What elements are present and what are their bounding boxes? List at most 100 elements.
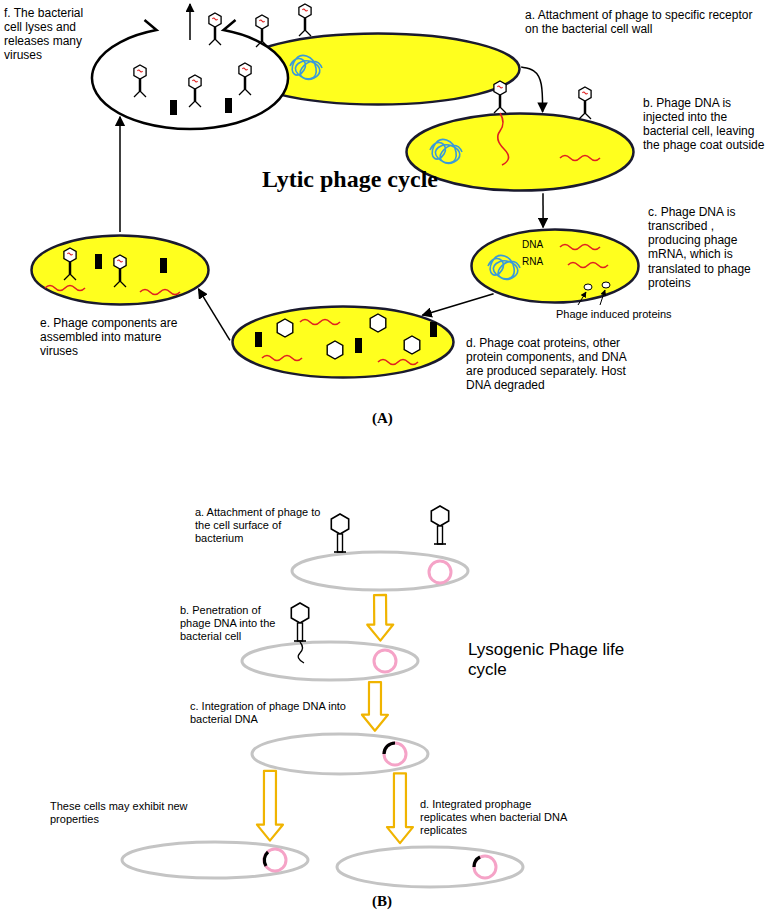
phage — [579, 87, 591, 119]
bacterial-cell: c. Integration of phage DNA into bacteri… — [250, 732, 430, 776]
cell-body — [242, 642, 418, 680]
step-caption: f. The bacterial cell lyses and releases… — [4, 6, 86, 63]
cell-outline — [231, 305, 455, 379]
bacterial-cell: d. Phage coat proteins, other protein co… — [231, 305, 455, 379]
phage-tail — [225, 98, 232, 113]
phage-tail — [430, 322, 437, 337]
step-caption: b. Penetration of phage DNA into the bac… — [180, 604, 282, 643]
block-arrow — [387, 773, 413, 843]
phage — [239, 63, 251, 95]
step-caption: b. Phage DNA is injected into the bacter… — [643, 96, 765, 153]
phage-head — [370, 314, 386, 332]
cell-body — [472, 230, 639, 303]
cell-outline — [240, 640, 420, 682]
block-arrow — [257, 771, 283, 841]
phage-dna — [140, 290, 180, 295]
bacterial-cell: c. Phage DNA is transcribed , producing … — [470, 228, 640, 304]
flow-arrow — [521, 67, 542, 112]
chromosome — [429, 561, 451, 583]
phage-rna — [560, 245, 600, 250]
block-arrow — [367, 595, 393, 641]
cell-outline — [470, 228, 640, 304]
phage-tail — [95, 254, 102, 269]
release-arrow — [189, 4, 191, 40]
step-caption: a. Attachment of phage to specific recep… — [525, 8, 765, 36]
protein — [602, 282, 610, 288]
panel-title: Lytic phage cycle — [262, 166, 438, 193]
bacterial-cell: a. Attachment of phage to the cell surfa… — [290, 550, 470, 592]
phage — [291, 603, 308, 641]
cell-outline — [405, 112, 635, 192]
phage-tail — [160, 258, 167, 273]
phage-head — [277, 319, 293, 337]
bacterial-chromosomes — [264, 561, 496, 878]
chromosome — [474, 856, 496, 878]
phage-tail — [255, 332, 262, 347]
phage — [494, 81, 506, 113]
phage-tail — [355, 338, 362, 353]
protein — [584, 284, 592, 290]
cell-outline — [120, 840, 310, 880]
cell-body — [292, 552, 468, 590]
bacterial-cell: d. Integrated prophage replicates when b… — [335, 845, 525, 889]
injected-dna — [298, 642, 304, 663]
phage-dna — [560, 156, 600, 161]
cell-body — [407, 114, 634, 191]
cell-outline — [290, 550, 470, 592]
phage-dna — [262, 356, 302, 361]
inline-label: RNA — [522, 256, 543, 268]
step-caption: e. Phage components are assembled into m… — [40, 316, 190, 358]
phage — [299, 4, 311, 36]
inline-label: DNA — [522, 239, 543, 251]
host-dna — [488, 255, 520, 279]
flow-arrow — [198, 289, 229, 340]
lysed-cell: f. The bacterial cell lyses and releases… — [90, 25, 290, 131]
cell-body — [252, 734, 428, 774]
cell-outline — [30, 234, 210, 306]
flow-arrow — [542, 193, 544, 227]
bacterial-cell: b. Penetration of phage DNA into the bac… — [240, 640, 420, 682]
injected-dna — [498, 113, 509, 165]
chromosome — [374, 650, 396, 672]
cell-outline — [90, 25, 290, 131]
phage-tail — [170, 100, 177, 115]
phage — [134, 65, 146, 97]
step-caption: d. Integrated prophage replicates when b… — [420, 798, 570, 837]
phage-head — [404, 336, 420, 354]
lysed-membrane — [92, 20, 288, 129]
panel-title: Lysogenic Phage life cycle — [468, 640, 643, 681]
phage-dna — [378, 360, 418, 365]
phage — [431, 506, 448, 544]
phage — [189, 75, 201, 107]
cell-body — [233, 307, 454, 378]
host-dna — [430, 139, 462, 163]
step-caption: c. Integration of phage DNA into bacteri… — [190, 700, 350, 726]
step-caption: c. Phage DNA is transcribed , producing … — [648, 205, 766, 290]
phage-icons — [64, 4, 591, 287]
phage — [114, 255, 126, 287]
phage-head — [327, 341, 343, 359]
step-caption: a. Attachment of phage to the cell surfa… — [195, 506, 323, 545]
phage-dna — [300, 320, 340, 325]
phage — [331, 514, 348, 552]
leader-line — [578, 292, 586, 305]
cell-body — [122, 842, 308, 878]
block-arrow — [362, 682, 388, 731]
bacterial-cell: b. Phage DNA is injected into the bacter… — [405, 112, 635, 192]
bacterial-cell: These cells may exhibit new properties — [120, 840, 310, 880]
cell-body — [32, 236, 209, 305]
flow-arrow — [119, 117, 121, 232]
bacterial-cell: e. Phage components are assembled into m… — [30, 234, 210, 306]
leader-line — [600, 290, 605, 305]
step-caption: d. Phage coat proteins, other protein co… — [466, 336, 646, 393]
panel-label: (B) — [372, 893, 392, 910]
prophage — [264, 743, 480, 867]
prophage-segment — [264, 852, 268, 866]
panel-label: (A) — [372, 410, 393, 427]
cell-outline — [335, 845, 525, 889]
cell-outline — [250, 732, 430, 776]
phage-parts — [95, 98, 437, 359]
lysogenic-phages — [291, 506, 448, 663]
phage — [256, 15, 268, 47]
